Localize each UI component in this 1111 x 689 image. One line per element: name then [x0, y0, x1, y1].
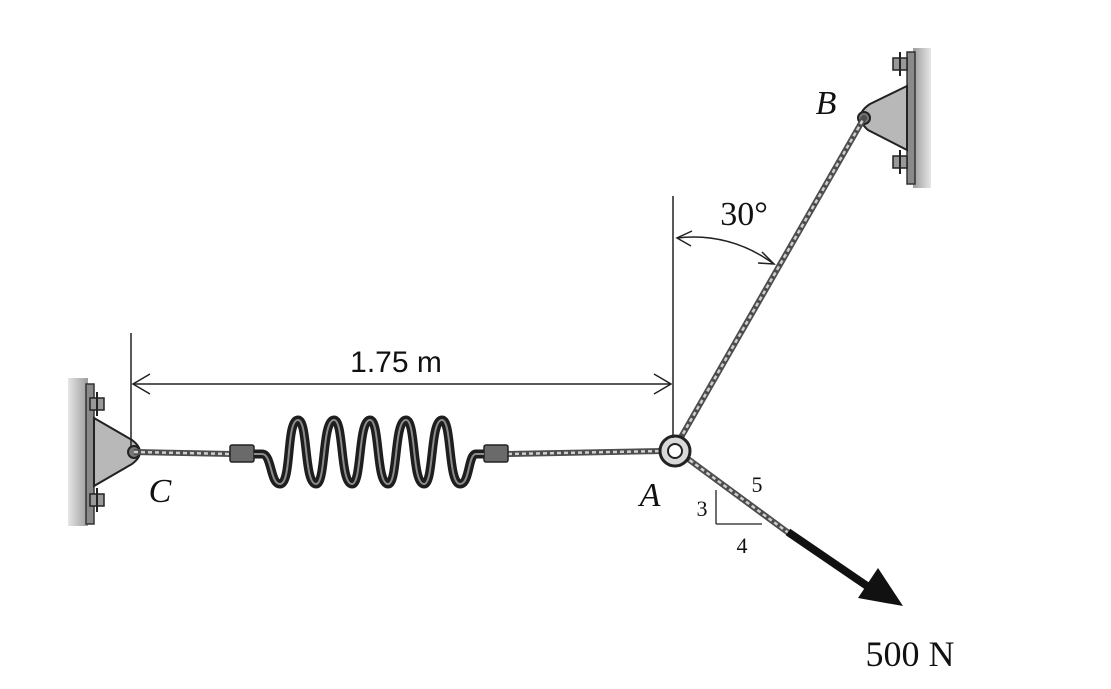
wall-c	[68, 378, 88, 526]
dimension-1-75: 1.75 m	[130, 196, 674, 446]
spring	[229, 415, 509, 489]
slope-run: 4	[737, 533, 748, 558]
angle-label: 30°	[720, 196, 768, 233]
bolt-b-bottom	[892, 150, 908, 174]
bolt-c-bottom	[89, 488, 105, 512]
point-label-a: A	[638, 477, 661, 514]
bolt-c-top	[89, 392, 105, 416]
cable-ab	[673, 115, 867, 449]
dimension-arrow-left	[131, 373, 151, 395]
bolt-b-top	[892, 52, 908, 76]
support-c	[68, 378, 141, 526]
spring-end-left	[229, 444, 255, 463]
spring-coil-highlight	[254, 418, 484, 486]
load-arrow	[785, 528, 903, 606]
point-label-b: B	[816, 85, 837, 122]
dimension-label: 1.75 m	[350, 346, 442, 379]
wall-plate-b	[906, 51, 916, 185]
slope-hyp: 5	[752, 472, 763, 497]
slope-rise: 3	[697, 496, 708, 521]
wall-b	[913, 48, 931, 188]
cable-c-spring	[133, 449, 233, 457]
angle-arc	[676, 236, 775, 265]
cable-load	[681, 453, 793, 537]
load-arrow-head	[858, 568, 903, 606]
dimension-arrow-right	[653, 373, 673, 395]
angle-arrow-left	[675, 230, 693, 247]
support-b	[857, 48, 931, 188]
angle-arrow-right	[757, 251, 776, 265]
ring-a	[658, 434, 692, 468]
cable-spring-a	[507, 448, 665, 457]
load-label: 500 N	[866, 634, 955, 674]
slope-triangle: 5 3 4	[697, 472, 763, 558]
spring-end-right	[483, 444, 509, 463]
angle-30: 30°	[675, 196, 776, 265]
point-label-c: C	[149, 473, 172, 510]
